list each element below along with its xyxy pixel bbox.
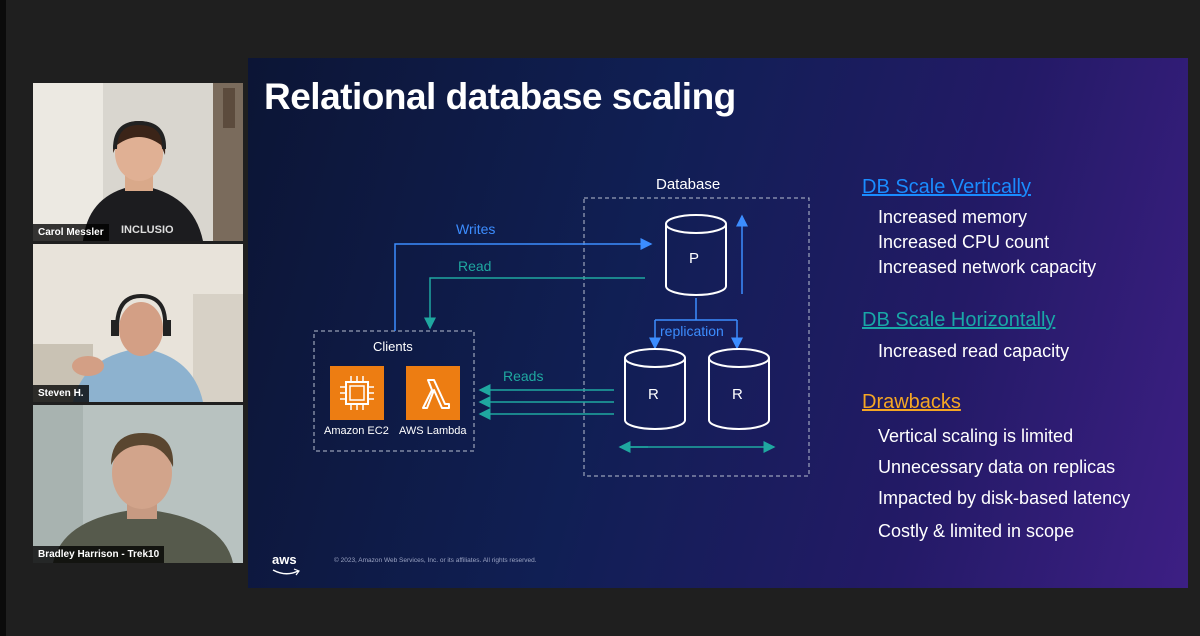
section-heading-vertical: DB Scale Vertically	[862, 176, 1031, 198]
primary-db-icon	[665, 214, 727, 296]
participant-video-bradley	[33, 405, 243, 563]
bullet-item: Impacted by disk-based latency	[878, 488, 1131, 508]
clients-label: Clients	[373, 339, 413, 354]
lambda-icon	[406, 366, 460, 420]
replication-arrows	[649, 298, 743, 350]
read-arrow	[424, 277, 645, 330]
replica-db-icon	[708, 348, 770, 430]
section-heading-drawbacks: Drawbacks	[862, 391, 961, 413]
ec2-chip-icon	[330, 366, 384, 420]
database-label: Database	[656, 176, 721, 193]
bullet-item: Increased CPU count	[878, 232, 1050, 252]
database-boundary	[583, 197, 810, 477]
reads-arrows	[478, 384, 614, 420]
bullet-item: Increased read capacity	[878, 341, 1070, 361]
aws-smile-icon	[272, 568, 300, 576]
writes-arrow	[394, 238, 653, 331]
bullet-item: Unnecessary data on replicas	[878, 457, 1116, 477]
participant-name-label: Steven H.	[33, 385, 89, 402]
lambda-label: AWS Lambda	[399, 425, 467, 437]
participant-tile-carol[interactable]: INCLUSIO Carol Messler	[33, 83, 243, 241]
bullet-item: Increased network capacity	[878, 257, 1097, 277]
reads-label: Reads	[503, 368, 544, 384]
participant-name-label: Bradley Harrison - Trek10	[33, 546, 165, 563]
window-left-edge	[0, 0, 6, 636]
participant-video-steven	[33, 244, 243, 402]
replica-label: R	[732, 386, 743, 403]
participant-video-carol: INCLUSIO	[33, 83, 243, 241]
bullet-item: Costly & limited in scope	[878, 521, 1075, 541]
presentation-slide: Relational database scaling	[248, 58, 1188, 588]
replica-db-icon	[624, 348, 686, 430]
read-label: Read	[458, 258, 492, 274]
aws-logo: aws	[272, 552, 297, 567]
participant-tile-bradley[interactable]: Bradley Harrison - Trek10	[33, 405, 243, 563]
bullet-item: Increased memory	[878, 207, 1028, 227]
replication-label: replication	[660, 323, 724, 339]
writes-label: Writes	[456, 221, 496, 237]
participant-tile-steven[interactable]: Steven H.	[33, 244, 243, 402]
bullet-item: Vertical scaling is limited	[878, 426, 1074, 446]
copyright-notice: © 2023, Amazon Web Services, Inc. or its…	[334, 557, 537, 564]
section-heading-horizontal: DB Scale Horizontally	[862, 309, 1056, 331]
slide-title: Relational database scaling	[264, 76, 736, 117]
ec2-label: Amazon EC2	[324, 425, 389, 437]
primary-label: P	[689, 250, 700, 267]
clients-boundary	[313, 330, 475, 452]
replica-label: R	[648, 386, 659, 403]
scaling-diagram	[313, 197, 810, 477]
svg-text:INCLUSIO: INCLUSIO	[121, 224, 174, 236]
participant-name-label: Carol Messler	[33, 224, 109, 241]
